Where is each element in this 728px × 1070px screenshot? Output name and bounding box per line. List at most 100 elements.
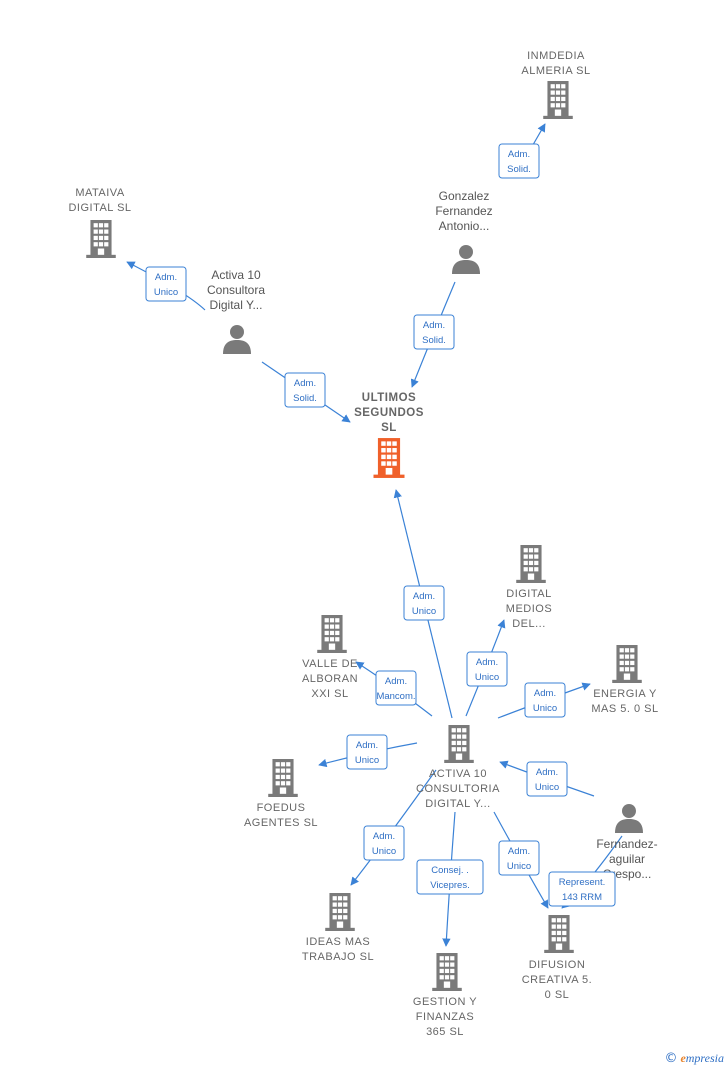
- person-icon: [615, 804, 643, 833]
- edge-label-activa10p-to-main[interactable]: Adm.Solid.: [284, 372, 326, 408]
- node-label-line: Antonio...: [439, 219, 490, 233]
- edge-label-fernandez-to-difusion[interactable]: Represent.143 RRM: [548, 871, 616, 907]
- node-label-line: ENERGIA Y: [593, 688, 657, 700]
- edge-label-box: [375, 670, 417, 706]
- edge-label-box: [403, 585, 445, 621]
- node-label-line: SEGUNDOS: [354, 407, 424, 419]
- building-icon: [86, 220, 116, 258]
- node-label-line: FINANZAS: [416, 1011, 474, 1023]
- edge-label-text: Adm.: [356, 740, 378, 751]
- person-node-gonzalez[interactable]: GonzalezFernandezAntonio...: [435, 189, 493, 274]
- node-label-line: XXI SL: [311, 688, 348, 700]
- edge-label-text: Adm.: [155, 272, 177, 283]
- building-icon: [544, 915, 574, 953]
- node-label-line: aguilar: [609, 852, 645, 866]
- edge-label-box: [346, 734, 388, 770]
- edge-label-activa10-to-energia[interactable]: Adm. Unico: [524, 682, 566, 718]
- node-label-line: DEL...: [512, 618, 546, 630]
- person-icon: [452, 245, 480, 274]
- edge-label-box: [413, 314, 455, 350]
- edge-label-text: Adm.: [536, 767, 558, 778]
- edge-label-gonzalez-to-inmdedia[interactable]: Adm. Solid.: [498, 143, 540, 179]
- node-label-line: DIFUSION: [529, 959, 586, 971]
- edge-label-activa10p-to-mataiva[interactable]: Adm. Unico: [145, 266, 187, 302]
- edge-label-activa10-to-digitalmedios[interactable]: Adm. Unico: [466, 651, 508, 687]
- edge-label-activa10-to-gestion[interactable]: Consej. .Vicepres.: [416, 859, 484, 895]
- edge-label-text: Adm.: [476, 657, 498, 668]
- edge-label-text: Solid.: [422, 335, 446, 346]
- brand-name: mpresia: [685, 1051, 724, 1065]
- person-node-fernandez[interactable]: Fernandez-aguilarCrespo...: [596, 804, 658, 881]
- company-node-digitalmedios[interactable]: DIGITAL MEDIOS DEL...: [506, 545, 552, 630]
- edge-label-activa10-to-foedus[interactable]: Adm. Unico: [346, 734, 388, 770]
- edge-label-text: Adm.: [423, 320, 445, 331]
- node-label-line: Consultora: [207, 283, 265, 297]
- node-label-line: DIGITAL Y...: [425, 798, 491, 810]
- node-label-line: CONSULTORIA: [416, 783, 500, 795]
- edge-label-text: Unico: [533, 703, 557, 714]
- node-label-line: ULTIMOS: [362, 392, 416, 404]
- empresia-logo[interactable]: ©empresia: [664, 1051, 724, 1066]
- building-icon: [612, 645, 642, 683]
- edge-label-box: [526, 761, 568, 797]
- building-icon: [432, 953, 462, 991]
- node-label-line: Fernandez: [435, 204, 492, 218]
- edge-label-activa10-to-difusion[interactable]: Adm.Unico: [498, 840, 540, 876]
- building-icon: [444, 725, 474, 763]
- edge-label-text: Unico: [475, 672, 499, 683]
- node-label-line: IDEAS MAS: [306, 936, 370, 948]
- edge-label-text: Solid.: [507, 164, 531, 175]
- node-label-line: INMDEDIA: [527, 50, 585, 62]
- edge-label-activa10-to-ideas[interactable]: Adm.Unico: [363, 825, 405, 861]
- node-label-line: MEDIOS: [506, 603, 552, 615]
- node-label-line: ALBORAN: [302, 673, 358, 685]
- node-label-line: GESTION Y: [413, 996, 477, 1008]
- edge-label-box: [498, 143, 540, 179]
- edge-label-box: [466, 651, 508, 687]
- edge-labels-layer: Adm.Solid.Adm.UnicoAdm.Solid.Adm.Solid.A…: [145, 143, 616, 907]
- node-label-line: Digital Y...: [210, 298, 263, 312]
- edge-label-text: Adm.: [413, 591, 435, 602]
- node-label-line: SL: [381, 422, 397, 434]
- edge-label-text: Unico: [355, 755, 379, 766]
- edge-label-text: Consej. .: [431, 865, 469, 876]
- node-label-line: FOEDUS: [257, 802, 306, 814]
- edge-label-box: [524, 682, 566, 718]
- edge-label-box: [145, 266, 187, 302]
- edge-label-fernandez-to-activa10[interactable]: Adm.Unico: [526, 761, 568, 797]
- edge-label-text: Adm.: [534, 688, 556, 699]
- edge-label-text: Unico: [154, 287, 178, 298]
- edge-label-text: Adm.: [508, 149, 530, 160]
- edge-label-gonzalez-to-main[interactable]: Adm. Solid.: [413, 314, 455, 350]
- building-icon: [317, 615, 347, 653]
- edge-label-box: [498, 840, 540, 876]
- node-label-line: DIGITAL: [506, 588, 551, 600]
- edge-label-activa10-to-main[interactable]: Adm.Unico: [403, 585, 445, 621]
- node-label-line: CREATIVA 5.: [522, 974, 593, 986]
- edge-label-box: [416, 859, 484, 895]
- edge-label-text: Adm.: [294, 378, 316, 389]
- edge-label-activa10-to-valle[interactable]: Adm.Mancom.: [375, 670, 417, 706]
- building-icon: [516, 545, 546, 583]
- node-label-line: DIGITAL SL: [68, 202, 131, 214]
- person-icon: [223, 325, 251, 354]
- company-node-main[interactable]: ULTIMOS SEGUNDOS SL: [354, 392, 424, 478]
- edge-label-text: Adm.: [385, 676, 407, 687]
- building-icon: [373, 438, 405, 478]
- company-node-foedus[interactable]: FOEDUS AGENTES SL: [244, 759, 318, 829]
- edge-label-text: Unico: [507, 861, 531, 872]
- node-label-line: Gonzalez: [439, 189, 490, 203]
- building-icon: [543, 81, 573, 119]
- node-label-line: AGENTES SL: [244, 817, 318, 829]
- edge-label-text: Represent.: [559, 877, 605, 888]
